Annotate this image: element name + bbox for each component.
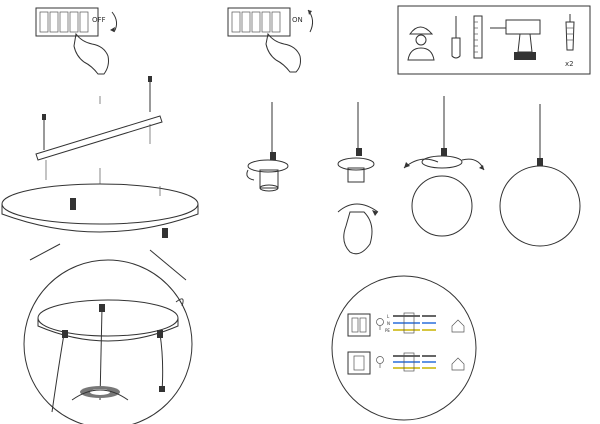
- cable-icon: [51, 330, 68, 413]
- ceiling-canopy: [1, 168, 199, 238]
- switch-on-step: ON: [227, 7, 314, 73]
- glass-shade-icon: [411, 175, 473, 237]
- hand-icon: [73, 32, 109, 75]
- canopy-detail-circle: [23, 243, 193, 424]
- screw-icon: [42, 114, 46, 150]
- cable-icon: [99, 304, 105, 401]
- bulb-small-icon: [376, 318, 384, 330]
- switch-off-step: OFF: [35, 7, 118, 75]
- house-icon: [451, 357, 465, 371]
- assembly-step-4: [499, 104, 581, 247]
- cable-end-icon: [162, 228, 168, 238]
- screwdriver-icon: [451, 16, 461, 59]
- breaker-panel-icon: [35, 7, 99, 37]
- wiring-detail-circle: L N PE: [331, 275, 477, 421]
- mounting-bracket: [35, 76, 163, 180]
- glass-globe-icon: [499, 165, 581, 247]
- switch-icon: [347, 351, 371, 375]
- hand-icon: [265, 32, 301, 73]
- wall-plug-icon: [565, 14, 575, 51]
- ruler-icon: [473, 15, 483, 59]
- bulb-icon: [343, 211, 373, 255]
- bulb-small-icon: [376, 356, 384, 368]
- screw-icon: [148, 76, 152, 112]
- wiring-diagram-2: [347, 351, 465, 375]
- drill-icon: [490, 19, 541, 60]
- cable-icon: [157, 330, 165, 393]
- wire-label-l: L: [387, 314, 390, 319]
- switch-icon: [347, 313, 371, 337]
- wire-label-pe: PE: [385, 328, 390, 333]
- assembly-step-1: [246, 102, 289, 192]
- rotate-arrow-icon: [337, 203, 379, 213]
- assembly-step-3: [403, 96, 485, 237]
- quantity-label: x2: [565, 60, 574, 68]
- assembly-step-2: [337, 102, 379, 255]
- lamp-socket-icon: [71, 386, 129, 401]
- rotate-arrow-icon: [111, 11, 118, 33]
- house-icon: [451, 319, 465, 333]
- breaker-panel-icon: [227, 7, 291, 37]
- wire-label-n: N: [387, 321, 390, 326]
- worker-icon: [407, 26, 435, 61]
- off-label: OFF: [92, 16, 106, 24]
- wiring-diagram-1: L N PE: [347, 312, 465, 337]
- tools-box: x2: [397, 5, 591, 75]
- cable-end-icon: [70, 198, 76, 210]
- on-label: ON: [292, 16, 303, 24]
